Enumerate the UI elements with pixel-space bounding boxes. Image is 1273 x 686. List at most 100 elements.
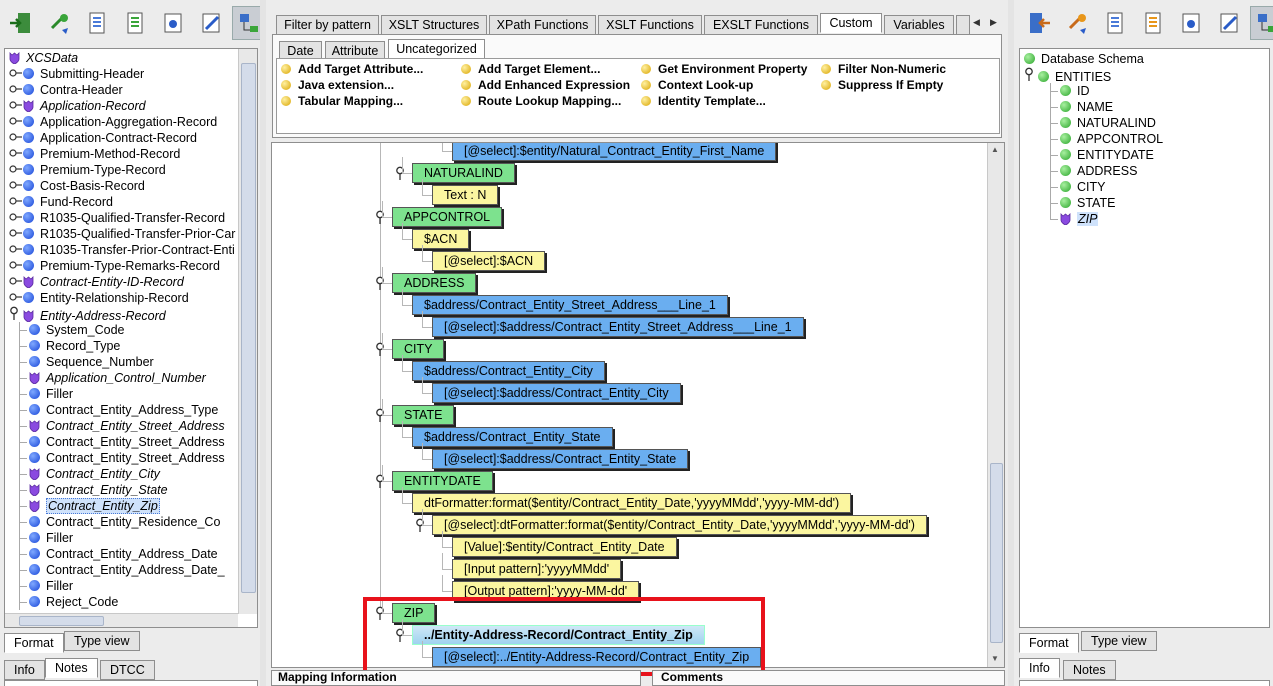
tab-variables[interactable]: Variables bbox=[884, 15, 954, 35]
scroll-down-icon[interactable]: ▼ bbox=[991, 654, 999, 663]
target-node-city[interactable]: CITY bbox=[392, 339, 444, 359]
tree-child-item[interactable]: Contract_Entity_Residence_Co bbox=[29, 514, 220, 530]
view-icon[interactable] bbox=[1174, 6, 1208, 40]
input-pattern-node[interactable]: [Input pattern]:'yyyyMMdd' bbox=[452, 559, 621, 579]
tab-format[interactable]: Format bbox=[4, 633, 64, 653]
expression-node[interactable]: $address/Contract_Entity_State bbox=[412, 427, 613, 447]
tree-field[interactable]: CITY bbox=[1060, 179, 1105, 195]
schema-icon[interactable] bbox=[1136, 6, 1170, 40]
tree-view-icon[interactable] bbox=[1250, 6, 1273, 40]
tree-child-item[interactable]: Contract_Entity_Street_Address bbox=[29, 434, 225, 450]
tab-type-view[interactable]: Type view bbox=[64, 631, 140, 651]
tree-child-item[interactable]: Filler bbox=[29, 386, 73, 402]
tab-custom[interactable]: Custom bbox=[820, 13, 882, 33]
scroll-thumb[interactable] bbox=[241, 63, 256, 593]
tree-item[interactable]: Contract-Entity-ID-Record bbox=[9, 274, 184, 290]
horizontal-scrollbar[interactable] bbox=[5, 613, 238, 628]
collapse-icon[interactable] bbox=[9, 306, 23, 326]
tree-child-item[interactable]: Contract_Entity_Zip bbox=[29, 498, 160, 514]
tab-exslt-functions[interactable]: EXSLT Functions bbox=[704, 15, 818, 35]
schema-icon[interactable] bbox=[118, 6, 152, 40]
tree-child-item[interactable]: Contract_Entity_Street_Address bbox=[29, 450, 225, 466]
tree-field[interactable]: ADDRESS bbox=[1060, 163, 1137, 179]
function-item[interactable]: Add Target Element... bbox=[461, 62, 600, 77]
tree-child-item[interactable]: Contract_Entity_Street_Address bbox=[29, 418, 225, 434]
function-item[interactable]: Add Target Attribute... bbox=[281, 62, 423, 77]
select-node[interactable]: [@select]:dtFormatter:format($entity/Con… bbox=[432, 515, 927, 535]
tree-field[interactable]: NAME bbox=[1060, 99, 1113, 115]
tree-child-item[interactable]: Application_Control_Number bbox=[29, 370, 206, 386]
edit-icon[interactable] bbox=[1212, 6, 1246, 40]
tree-child-item[interactable]: Contract_Entity_Address_Date_ bbox=[29, 562, 225, 578]
collapse-icon[interactable] bbox=[1024, 67, 1038, 87]
select-node[interactable]: [@select]:$address/Contract_Entity_City bbox=[432, 383, 681, 403]
tab-dtcc[interactable]: DTCC bbox=[100, 660, 155, 680]
select-node[interactable]: [@select]:$ACN bbox=[432, 251, 545, 271]
tab-info[interactable]: Info bbox=[1019, 658, 1060, 678]
tree-item[interactable]: Application-Record bbox=[9, 98, 146, 114]
scroll-thumb[interactable] bbox=[990, 463, 1003, 643]
map-tool-icon[interactable] bbox=[1060, 6, 1094, 40]
tree-field[interactable]: STATE bbox=[1060, 195, 1115, 211]
function-item[interactable]: Java extension... bbox=[281, 78, 394, 93]
tree-child-item[interactable]: Record_Type bbox=[29, 338, 120, 354]
tree-item[interactable]: Submitting-Header bbox=[9, 66, 144, 82]
tree-item[interactable]: Fund-Record bbox=[9, 194, 113, 210]
expression-node[interactable]: $address/Contract_Entity_City bbox=[412, 361, 605, 381]
tree-field[interactable]: ENTITYDATE bbox=[1060, 147, 1154, 163]
tab-scroll-left-icon[interactable]: ◀ bbox=[973, 17, 980, 28]
source-tree-scrollbar[interactable] bbox=[238, 49, 258, 614]
refresh-icon[interactable] bbox=[42, 6, 76, 40]
function-item[interactable]: Add Enhanced Expression bbox=[461, 78, 630, 93]
tab-type-view[interactable]: Type view bbox=[1081, 631, 1157, 651]
export-icon[interactable] bbox=[1022, 6, 1056, 40]
tree-field[interactable]: ID bbox=[1060, 83, 1090, 99]
tree-item[interactable]: Premium-Type-Record bbox=[9, 162, 166, 178]
tree-field[interactable]: APPCONTROL bbox=[1060, 131, 1163, 147]
tab-notes[interactable]: Notes bbox=[45, 658, 98, 678]
tree-item[interactable]: Application-Aggregation-Record bbox=[9, 114, 217, 130]
tree-item[interactable]: Contra-Header bbox=[9, 82, 123, 98]
select-node[interactable]: [@select]:$entity/Natural_Contract_Entit… bbox=[452, 142, 776, 161]
function-item[interactable]: Tabular Mapping... bbox=[281, 94, 403, 109]
splitter-right[interactable] bbox=[1008, 0, 1014, 686]
tree-child-item[interactable]: Filler bbox=[29, 578, 73, 594]
tree-root-xcsdata[interactable]: XCSData bbox=[9, 50, 78, 66]
tree-item[interactable]: Premium-Method-Record bbox=[9, 146, 180, 162]
function-item[interactable]: Route Lookup Mapping... bbox=[461, 94, 621, 109]
tree-field[interactable]: NATURALIND bbox=[1060, 115, 1156, 131]
value-node[interactable]: [Value]:$entity/Contract_Entity_Date bbox=[452, 537, 677, 557]
edit-icon[interactable] bbox=[194, 6, 228, 40]
tree-item[interactable]: R1035-Qualified-Transfer-Record bbox=[9, 210, 225, 226]
expression-node[interactable]: dtFormatter:format($entity/Contract_Enti… bbox=[412, 493, 851, 513]
tab-scroll-right-icon[interactable]: ▶ bbox=[990, 17, 997, 28]
target-node-address[interactable]: ADDRESS bbox=[392, 273, 476, 293]
tree-child-item[interactable]: Contract_Entity_Address_Type bbox=[29, 402, 218, 418]
tree-item[interactable]: Cost-Basis-Record bbox=[9, 178, 145, 194]
target-node-entitydate[interactable]: ENTITYDATE bbox=[392, 471, 493, 491]
tree-item[interactable]: Entity-Address-Record bbox=[9, 306, 166, 322]
splitter-left[interactable] bbox=[260, 0, 266, 686]
tab-info[interactable]: Info bbox=[4, 660, 45, 680]
tab-xslt-functions[interactable]: XSLT Functions bbox=[598, 15, 702, 35]
subtab-uncategorized[interactable]: Uncategorized bbox=[388, 39, 485, 59]
tree-child-item[interactable]: Contract_Entity_City bbox=[29, 466, 160, 482]
expression-node[interactable]: $address/Contract_Entity_Street_Address_… bbox=[412, 295, 728, 315]
function-item[interactable]: Identity Template... bbox=[641, 94, 766, 109]
scroll-up-icon[interactable]: ▲ bbox=[991, 145, 999, 154]
tab-xslt-structures[interactable]: XSLT Structures bbox=[381, 15, 487, 35]
select-node[interactable]: [@select]:$address/Contract_Entity_Stree… bbox=[432, 317, 804, 337]
function-item[interactable]: Filter Non-Numeric bbox=[821, 62, 946, 77]
tree-item[interactable]: R1035-Transfer-Prior-Contract-Enti bbox=[9, 242, 235, 258]
expression-node[interactable]: $ACN bbox=[412, 229, 469, 249]
tree-child-item[interactable]: Reject_Code bbox=[29, 594, 118, 610]
tab-format[interactable]: Format bbox=[1019, 633, 1079, 653]
tree-item[interactable]: Entity-Relationship-Record bbox=[9, 290, 189, 306]
tree-child-item[interactable]: Contract_Entity_Address_Date bbox=[29, 546, 218, 562]
target-node-appcontrol[interactable]: APPCONTROL bbox=[392, 207, 502, 227]
document-icon[interactable] bbox=[80, 6, 114, 40]
tree-item[interactable]: R1035-Qualified-Transfer-Prior-Car bbox=[9, 226, 235, 242]
tree-child-item[interactable]: Sequence_Number bbox=[29, 354, 154, 370]
select-node[interactable]: [@select]:$address/Contract_Entity_State bbox=[432, 449, 688, 469]
tree-field-zip[interactable]: ZIP bbox=[1060, 211, 1098, 227]
